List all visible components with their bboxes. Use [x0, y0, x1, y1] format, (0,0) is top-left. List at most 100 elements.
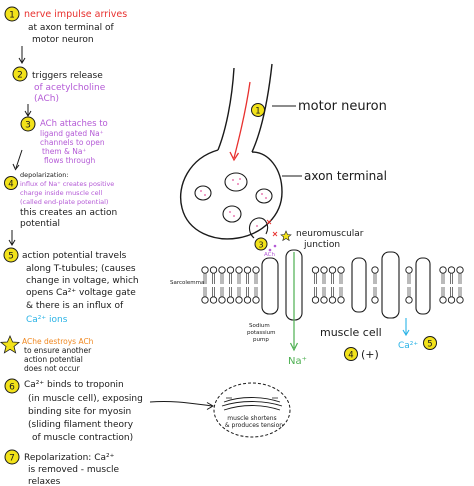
voltage-gated-ca-channel: [415, 257, 431, 315]
phospholipid-head: [243, 296, 252, 304]
positive-charge-label: (+): [361, 348, 379, 361]
ca-influx-arrow: [402, 318, 410, 337]
pump-label-line-2: potassium: [247, 330, 276, 336]
step-1-line-3: motor neuron: [32, 35, 94, 45]
motor-neuron-axon: [217, 63, 273, 153]
step-star-line-1: AChe destroys ACh: [22, 337, 94, 346]
step-2-badge: [12, 66, 28, 82]
phospholipid-tail: [441, 273, 445, 284]
step-3-number: 3: [25, 121, 31, 131]
diagram-step-3-badge: [254, 237, 268, 251]
pump-label-line-3: pump: [253, 337, 269, 343]
step-6-number: 6: [9, 383, 15, 393]
membrane-channels: [261, 249, 431, 321]
diagram-step-4-badge: [344, 347, 358, 361]
diagram-step-1-number: 1: [255, 107, 260, 117]
contraction-label-line-2: & produces tension: [225, 422, 283, 429]
phospholipid-tail: [212, 287, 215, 297]
contraction-label-line-1: muscle shortens: [227, 415, 276, 422]
step-1-line-1: nerve impulse arrives: [24, 9, 127, 20]
step-2-line-2: of acetylcholine: [34, 83, 106, 93]
step-3-badge: [20, 116, 36, 132]
arrow-1-2: [18, 46, 26, 64]
step-6-line-2: (in muscle cell), exposing: [28, 394, 143, 404]
diagram-step-5-badge: [423, 336, 437, 350]
arrow-3-4: [12, 149, 23, 171]
step-1-badge: [4, 6, 20, 22]
phospholipid-head: [456, 266, 464, 274]
vesicle: [255, 188, 273, 204]
step-4-line-3: charge inside muscle cell: [20, 189, 102, 197]
step-6: 6 Ca²⁺ binds to troponin (in muscle cell…: [4, 378, 143, 443]
step-6-line-5: of muscle contraction): [32, 433, 133, 443]
phospholipid-head: [235, 266, 243, 274]
phospholipid-head: [209, 266, 218, 274]
phospholipid-tail: [441, 287, 445, 297]
sarcolemma-label: Sarcolemma: [170, 280, 204, 286]
phospholipid-tail: [220, 287, 224, 297]
step-5: 5 action potential travels along T-tubul…: [3, 247, 139, 325]
axon-terminal: [180, 149, 283, 240]
step-3-line-2: ligand gated Na⁺: [40, 129, 104, 138]
phospholipid-head: [320, 266, 328, 274]
step-7-number: 7: [9, 454, 15, 464]
phospholipid-head: [439, 296, 447, 304]
phospholipid-head: [311, 266, 320, 274]
contraction-sketch: [213, 382, 291, 438]
diagram-step-3-number: 3: [258, 241, 263, 250]
phospholipid-head: [337, 266, 345, 274]
phospholipid-head: [252, 296, 260, 304]
phospholipid-tail: [407, 287, 411, 297]
step-star-line-4: does not occur: [24, 364, 81, 373]
phospholipid-head: [371, 266, 379, 274]
step-5-line-3: change in voltage, which: [26, 276, 139, 286]
step-5-number: 5: [8, 252, 14, 262]
phospholipid-tail: [450, 287, 453, 297]
phospholipid-tail: [373, 273, 377, 284]
phospholipid-tail: [254, 287, 258, 297]
phospholipid-head: [252, 266, 260, 274]
phospholipid-head: [226, 266, 235, 274]
step-2-triggers-text: triggers release: [32, 71, 103, 81]
membrane-protein: [351, 257, 367, 313]
phospholipid-tail: [322, 273, 326, 284]
phospholipid-head: [235, 296, 243, 304]
step-5-line-1: action potential travels: [22, 251, 127, 261]
nmj-label-line-2: junction: [303, 240, 340, 250]
step-7-line-1: Repolarization: Ca²⁺: [24, 453, 115, 463]
step-4-line-1: depolarization:: [20, 171, 69, 179]
step-6-line-1: Ca²⁺ binds to troponin: [24, 380, 124, 390]
step-4: 4 depolarization: influx of Na⁺ creates …: [4, 171, 117, 229]
phospholipid-tail: [450, 273, 453, 284]
step-4-line-4: (called end-plate potential): [20, 198, 108, 206]
phospholipid-tail: [458, 287, 462, 297]
step-6-line-4: (sliding filament theory: [28, 420, 134, 430]
phospholipid-tail: [229, 287, 232, 297]
star-icon: [0, 334, 21, 354]
phospholipid-tail: [229, 273, 232, 284]
step-2-number: 2: [17, 71, 23, 81]
phospholipid-tail: [331, 287, 334, 297]
phospholipid-head: [405, 266, 413, 274]
step-1-line-2: at axon terminal of: [28, 23, 115, 33]
diagram-step-4-number: 4: [348, 351, 353, 361]
phospholipid-head: [371, 296, 379, 304]
step-5-line-2: along T-tubules; (causes: [26, 264, 136, 274]
step-3-line-1: ACh attaches to: [40, 119, 108, 129]
ca-ion-label: Ca²⁺: [398, 341, 418, 351]
step-7: 7 Repolarization: Ca²⁺ is removed - musc…: [4, 449, 120, 486]
step-6-badge: [4, 378, 20, 394]
diagram-step-1-badge: [251, 103, 265, 117]
muscle-cell-label: muscle cell: [320, 326, 382, 339]
phospholipid-tail: [237, 273, 241, 284]
contraction-oval: [213, 382, 291, 438]
ach-dot: [268, 248, 272, 252]
phospholipid-head: [226, 296, 235, 304]
phospholipid-tail: [331, 273, 334, 284]
arrow-2-3: [24, 104, 32, 117]
phospholipid-head: [447, 266, 456, 274]
step-4-line-2: influx of Na⁺ creates positive: [20, 180, 114, 188]
step-3: 3 ACh attaches to ligand gated Na⁺ chann…: [20, 116, 108, 165]
phospholipid-head: [456, 296, 464, 304]
phospholipid-tail: [203, 287, 207, 297]
